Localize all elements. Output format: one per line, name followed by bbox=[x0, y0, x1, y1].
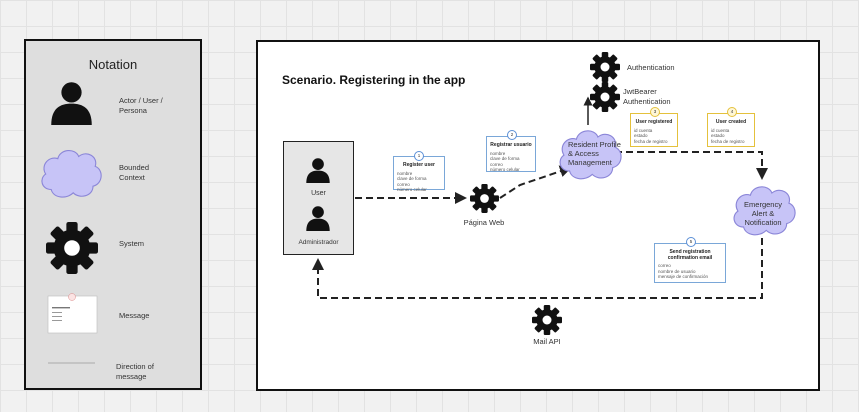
message-line: fecha de registro bbox=[634, 138, 668, 144]
message-number-badge: 2 bbox=[507, 130, 517, 140]
message-line: clave de forma bbox=[397, 176, 427, 181]
legend-label-system: System bbox=[119, 239, 145, 248]
message-title: Send registration confirmation email bbox=[667, 249, 713, 261]
legend-gear-icon bbox=[46, 222, 98, 274]
message-line: correo bbox=[490, 161, 503, 167]
message-line: nombre bbox=[397, 170, 413, 176]
message-register-user: Register user nombre clave de forma corr… bbox=[393, 156, 445, 192]
message-line: número celular bbox=[397, 187, 427, 192]
message-line: correo bbox=[658, 263, 671, 268]
legend-cloud-icon bbox=[41, 149, 102, 198]
message-number-badge: 3 bbox=[650, 107, 660, 117]
auth-system-label: Authentication bbox=[627, 63, 675, 72]
message-number-badge: 4 bbox=[727, 107, 737, 117]
message-title: Register user bbox=[403, 162, 435, 168]
admin-label: Administrador bbox=[298, 239, 339, 246]
legend-message-icon bbox=[47, 293, 98, 334]
auth-gear-icon bbox=[590, 52, 620, 82]
message-line: número celular bbox=[490, 167, 520, 172]
message-title: User registered bbox=[635, 119, 673, 125]
mail-system-label: Mail API bbox=[533, 337, 561, 346]
web-system-label: Página Web bbox=[463, 218, 505, 227]
legend-person-icon bbox=[51, 82, 92, 125]
legend-label-actor: Actor / User / Persona bbox=[119, 96, 163, 115]
legend-label-message: Message bbox=[119, 311, 150, 320]
legend-label-direction: Direction of message bbox=[116, 362, 154, 381]
message-line: id cuenta bbox=[634, 127, 653, 133]
message-line: mensaje de confirmación bbox=[658, 274, 709, 279]
message-line: nombre de usuario bbox=[658, 268, 696, 274]
message-number-badge: 5 bbox=[686, 237, 696, 247]
message-line: fecha de registro bbox=[711, 138, 745, 144]
admin-person-icon bbox=[306, 206, 330, 231]
message-title: Registrar usuario bbox=[490, 142, 532, 148]
message-number-badge: 1 bbox=[414, 151, 424, 161]
message-registrar-usuario: Registrar usuario nombre clave de forma … bbox=[486, 136, 536, 172]
web-gear-icon bbox=[470, 184, 499, 213]
flow-arrows bbox=[312, 96, 768, 299]
notation-title: Notation bbox=[88, 57, 138, 72]
user-label: User bbox=[311, 190, 326, 197]
message-line: clave de forma bbox=[490, 156, 520, 161]
message-line: correo bbox=[397, 181, 410, 187]
message-send-confirmation-email: Send registration confirmation email cor… bbox=[654, 243, 726, 283]
message-title: User created bbox=[715, 119, 747, 125]
emergency-context-label: Emergency Alert & Notification bbox=[744, 200, 782, 227]
legend-label-context: Bounded Context bbox=[119, 163, 150, 182]
resident-context-label: Resident Profile & Access Management bbox=[568, 140, 621, 167]
message-user-registered: User registered id cuenta estado fecha d… bbox=[630, 113, 678, 147]
scenario-title: Scenario. Registering in the app bbox=[282, 73, 466, 87]
message-line: nombre bbox=[490, 150, 506, 156]
jwt-system-label: JwtBearer Authentication bbox=[623, 87, 671, 106]
message-user-created: User created id cuenta estado fecha de r… bbox=[707, 113, 755, 147]
jwt-gear-icon bbox=[590, 82, 620, 112]
user-person-icon bbox=[306, 158, 330, 183]
message-line: estado bbox=[634, 133, 648, 138]
message-line: estado bbox=[711, 133, 725, 138]
mail-gear-icon bbox=[532, 305, 562, 335]
message-line: id cuenta bbox=[711, 127, 730, 133]
